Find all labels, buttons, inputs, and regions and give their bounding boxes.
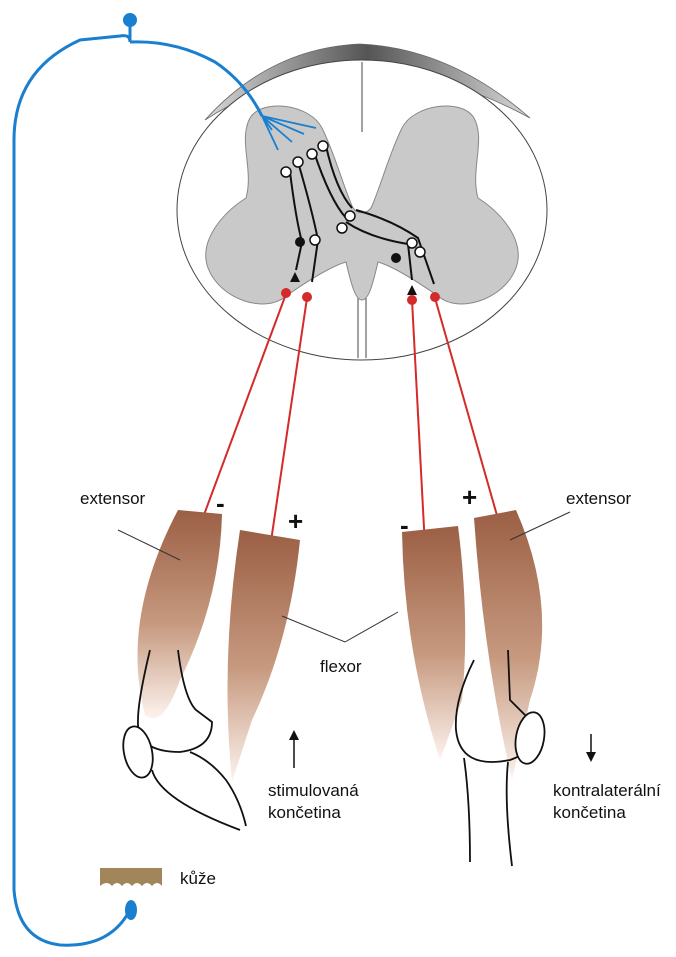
arrow-down-icon bbox=[586, 734, 596, 762]
afferent-cell-body-icon bbox=[123, 13, 137, 27]
minus-sign-right: - bbox=[400, 510, 409, 540]
muscles bbox=[137, 510, 542, 782]
stimulated-label-line2: končetina bbox=[268, 803, 341, 822]
extensor-left-label: extensor bbox=[80, 489, 146, 508]
contralateral-label-line1: kontralaterální bbox=[553, 781, 661, 800]
stimulated-label-line1: stimulovaná bbox=[268, 781, 359, 800]
flexor-left-muscle bbox=[228, 530, 301, 782]
plus-sign-left: + bbox=[288, 506, 303, 536]
contralateral-label-line2: končetina bbox=[553, 803, 626, 822]
flexor-label: flexor bbox=[320, 657, 362, 676]
left-leg-bones bbox=[119, 650, 246, 830]
extensor-right-label: extensor bbox=[566, 489, 632, 508]
extensor-left-muscle bbox=[137, 510, 222, 718]
skin-label: kůže bbox=[180, 869, 216, 888]
skin-icon bbox=[100, 868, 162, 886]
arrow-up-icon bbox=[289, 730, 299, 768]
spinal-cord bbox=[177, 44, 547, 360]
minus-sign-left: - bbox=[216, 488, 225, 518]
plus-sign-right: + bbox=[462, 482, 477, 512]
skin-receptor-icon bbox=[125, 900, 137, 920]
